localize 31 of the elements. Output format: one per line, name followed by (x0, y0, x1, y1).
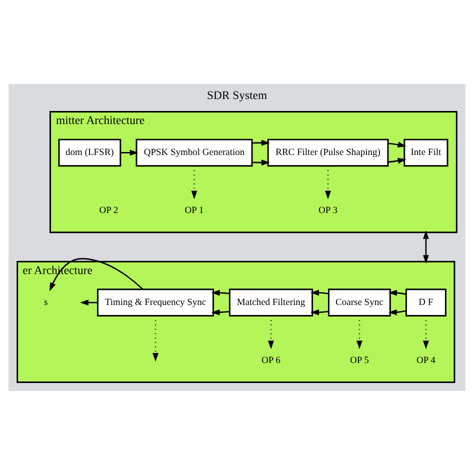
node-box: D F (405, 288, 446, 316)
arrow (211, 308, 230, 315)
arrow (388, 289, 406, 296)
arrow (388, 141, 406, 148)
node-box: Matched Filtering (228, 288, 314, 316)
node-box: RRC Filter (Pulse Shaping) (267, 138, 389, 166)
node-box: Coarse Sync (328, 288, 391, 316)
node-box: QPSK Symbol Generation (136, 138, 253, 166)
diagram-title: SDR System (206, 88, 268, 102)
node-box: dom (LFSR) (58, 138, 122, 166)
node-box: Timing & Frequency Sync (97, 288, 214, 316)
node-text: OP 3 (318, 205, 338, 216)
node-text: OP 2 (99, 205, 118, 216)
arrow (310, 289, 329, 296)
node-box: Inte Filt (404, 138, 448, 166)
node-text: OP 6 (262, 355, 280, 366)
arrow (211, 289, 230, 296)
arrow (120, 149, 138, 156)
arrow (191, 165, 198, 199)
node-text: OP 5 (350, 355, 369, 366)
arrow (80, 299, 98, 306)
arrow (252, 159, 270, 166)
node-text: s (44, 298, 48, 308)
arrow (388, 157, 406, 164)
arrow (422, 230, 429, 264)
node-text: OP 4 (416, 355, 436, 366)
arrow (325, 165, 331, 199)
node-text: OP 1 (184, 205, 204, 216)
arrow (310, 308, 329, 315)
arrow (252, 139, 270, 146)
arrow (388, 308, 406, 315)
